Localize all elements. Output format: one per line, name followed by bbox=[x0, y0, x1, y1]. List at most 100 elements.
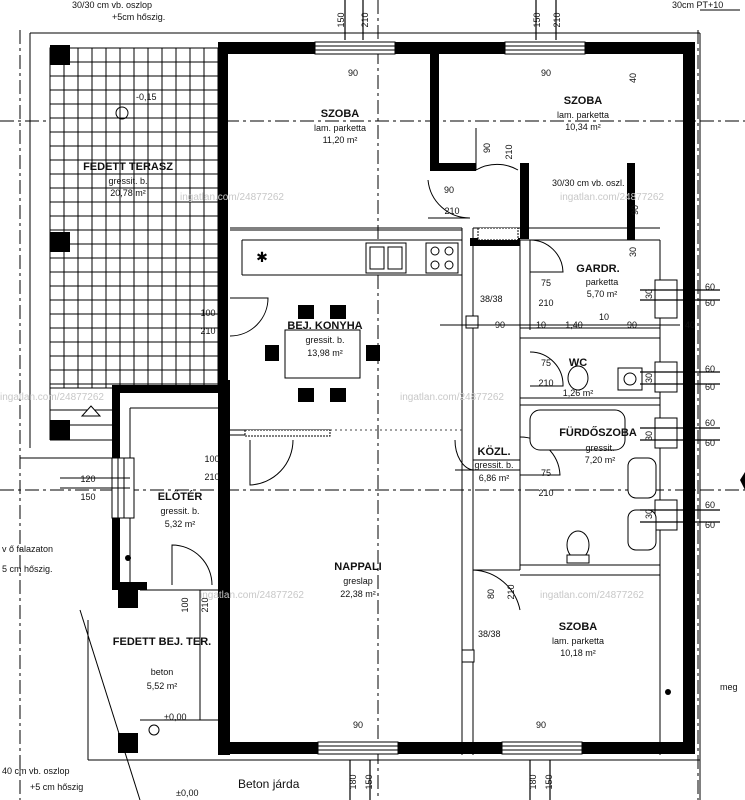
svg-text:75: 75 bbox=[541, 358, 551, 368]
svg-text:ingatlan.com/24877262: ingatlan.com/24877262 bbox=[0, 392, 104, 403]
svg-text:30/30 cm vb. oszl.: 30/30 cm vb. oszl. bbox=[552, 178, 625, 188]
room-label-eloter: ELŐTÉR gressit. b. 5,32 m² bbox=[158, 490, 203, 529]
svg-text:BEJ. KONYHA: BEJ. KONYHA bbox=[287, 320, 362, 332]
svg-text:GARDR.: GARDR. bbox=[576, 263, 619, 275]
svg-text:100: 100 bbox=[204, 454, 219, 464]
svg-text:Beton járda: Beton járda bbox=[238, 777, 300, 791]
svg-text:120: 120 bbox=[80, 474, 95, 484]
room-label-terasz: FEDETT TERASZ gressit. b. 20,78 m² bbox=[83, 161, 173, 198]
svg-text:90: 90 bbox=[495, 320, 505, 330]
svg-text:60: 60 bbox=[705, 500, 715, 510]
svg-text:gressit. b.: gressit. b. bbox=[305, 335, 344, 345]
svg-text:ingatlan.com/24877262: ingatlan.com/24877262 bbox=[200, 590, 304, 601]
svg-text:ELŐTÉR: ELŐTÉR bbox=[158, 490, 203, 503]
svg-text:lam. parketta: lam. parketta bbox=[557, 110, 609, 120]
svg-text:ingatlan.com/24877262: ingatlan.com/24877262 bbox=[560, 192, 664, 203]
svg-text:gressit.: gressit. bbox=[585, 443, 614, 453]
svg-text:22,38 m²: 22,38 m² bbox=[340, 589, 376, 599]
svg-text:90: 90 bbox=[348, 68, 358, 78]
svg-text:90: 90 bbox=[444, 185, 454, 195]
svg-text:meg: meg bbox=[720, 682, 738, 692]
svg-text:gressit. b.: gressit. b. bbox=[160, 506, 199, 516]
svg-text:30: 30 bbox=[644, 431, 654, 441]
svg-text:WC: WC bbox=[569, 357, 587, 369]
svg-text:KÖZL.: KÖZL. bbox=[478, 445, 511, 458]
svg-text:60: 60 bbox=[705, 382, 715, 392]
svg-text:10: 10 bbox=[599, 312, 609, 322]
svg-text:60: 60 bbox=[705, 418, 715, 428]
room-label-konyha: BEJ. KONYHA gressit. b. 13,98 m² bbox=[287, 320, 362, 358]
svg-text:180: 180 bbox=[528, 774, 538, 789]
svg-text:FEDETT TERASZ: FEDETT TERASZ bbox=[83, 161, 173, 173]
svg-text:210: 210 bbox=[538, 488, 553, 498]
svg-text:40 cm vb. oszlop: 40 cm vb. oszlop bbox=[2, 766, 70, 776]
svg-text:10,18 m²: 10,18 m² bbox=[560, 648, 596, 658]
doors bbox=[171, 128, 564, 625]
svg-text:90: 90 bbox=[630, 205, 640, 215]
svg-text:90: 90 bbox=[353, 720, 363, 730]
svg-text:80: 80 bbox=[486, 589, 496, 599]
svg-text:±0,00: ±0,00 bbox=[164, 712, 186, 722]
svg-text:ingatlan.com/24877262: ingatlan.com/24877262 bbox=[400, 392, 504, 403]
svg-text:40: 40 bbox=[628, 73, 638, 83]
svg-text:10: 10 bbox=[536, 320, 546, 330]
svg-text:5 cm hőszig.: 5 cm hőszig. bbox=[2, 564, 53, 574]
svg-text:beton: beton bbox=[151, 667, 174, 677]
svg-text:210: 210 bbox=[200, 326, 215, 336]
partitions bbox=[129, 227, 661, 755]
svg-text:11,20 m²: 11,20 m² bbox=[323, 135, 358, 145]
svg-text:+5 cm hőszig: +5 cm hőszig bbox=[30, 782, 83, 792]
svg-text:180: 180 bbox=[348, 774, 358, 789]
terrace-grid bbox=[49, 47, 219, 441]
svg-text:30/30 cm vb. oszlop: 30/30 cm vb. oszlop bbox=[72, 0, 152, 10]
svg-text:100: 100 bbox=[180, 597, 190, 612]
svg-text:210: 210 bbox=[506, 584, 516, 599]
svg-text:7,20 m²: 7,20 m² bbox=[585, 455, 616, 465]
svg-text:30: 30 bbox=[644, 289, 654, 299]
svg-text:210: 210 bbox=[538, 378, 553, 388]
svg-text:±0,00: ±0,00 bbox=[176, 788, 198, 798]
svg-text:13,98 m²: 13,98 m² bbox=[307, 348, 343, 358]
room-label-szoba-tr: SZOBA lam. parketta 10,34 m² bbox=[557, 95, 609, 132]
svg-text:210: 210 bbox=[360, 12, 370, 27]
svg-text:20,78 m²: 20,78 m² bbox=[110, 188, 146, 198]
svg-text:60: 60 bbox=[705, 282, 715, 292]
svg-text:90: 90 bbox=[627, 320, 637, 330]
svg-text:30: 30 bbox=[628, 247, 638, 257]
furniture: ✱ bbox=[244, 227, 657, 663]
room-label-kozl: KÖZL. gressit. b. 6,86 m² bbox=[474, 445, 513, 483]
svg-text:6,86 m²: 6,86 m² bbox=[479, 473, 510, 483]
room-label-gardrob: GARDR. parketta 5,70 m² bbox=[576, 263, 619, 299]
svg-text:60: 60 bbox=[705, 364, 715, 374]
svg-text:-0,15: -0,15 bbox=[136, 92, 157, 102]
svg-text:60: 60 bbox=[705, 298, 715, 308]
svg-text:90: 90 bbox=[482, 143, 492, 153]
svg-text:gressit. b.: gressit. b. bbox=[108, 176, 147, 186]
svg-text:38/38: 38/38 bbox=[480, 294, 503, 304]
svg-text:90: 90 bbox=[541, 68, 551, 78]
svg-text:100: 100 bbox=[200, 308, 215, 318]
room-label-nappali: NAPPALI greslap 22,38 m² bbox=[334, 561, 381, 599]
watermarks: ingatlan.com/24877262 ingatlan.com/24877… bbox=[0, 192, 664, 601]
svg-text:v ő falazaton: v ő falazaton bbox=[2, 544, 53, 554]
svg-text:210: 210 bbox=[504, 144, 514, 159]
svg-text:10,34 m²: 10,34 m² bbox=[565, 122, 601, 132]
svg-text:parketta: parketta bbox=[586, 277, 619, 287]
svg-text:ingatlan.com/24877262: ingatlan.com/24877262 bbox=[540, 590, 644, 601]
svg-text:38/38: 38/38 bbox=[478, 629, 501, 639]
room-label-szoba-br: SZOBA lam. parketta 10,18 m² bbox=[552, 621, 604, 658]
svg-text:FÜRDŐSZOBA: FÜRDŐSZOBA bbox=[559, 426, 637, 439]
svg-text:75: 75 bbox=[541, 278, 551, 288]
svg-text:40: 40 bbox=[685, 320, 695, 330]
svg-text:SZOBA: SZOBA bbox=[321, 108, 360, 120]
svg-text:gressit. b.: gressit. b. bbox=[474, 460, 513, 470]
svg-text:210: 210 bbox=[204, 472, 219, 482]
svg-text:lam. parketta: lam. parketta bbox=[314, 123, 366, 133]
svg-text:lam. parketta: lam. parketta bbox=[552, 636, 604, 646]
svg-text:30cm PT+10: 30cm PT+10 bbox=[672, 0, 723, 10]
svg-text:90: 90 bbox=[536, 720, 546, 730]
svg-text:60: 60 bbox=[705, 520, 715, 530]
svg-text:30: 30 bbox=[644, 373, 654, 383]
